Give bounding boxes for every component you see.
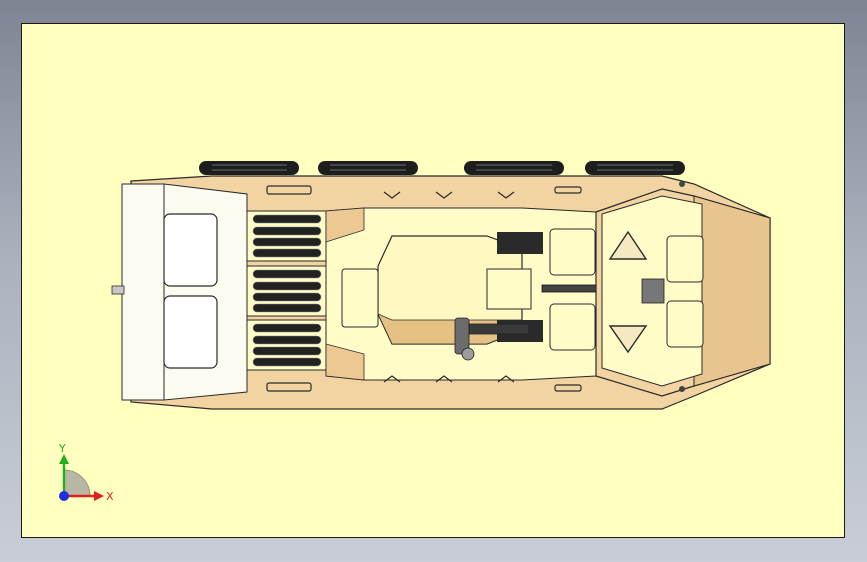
crew-seats: [341, 228, 596, 351]
driver-hatches: [666, 235, 704, 348]
x-axis-arrow-icon: [64, 491, 104, 501]
y-axis-label: Y: [58, 442, 66, 455]
rear-hatch-upper: [163, 213, 218, 287]
radiator-grilles: [246, 210, 327, 371]
periscope: [641, 278, 665, 304]
coordinate-triad: Y X: [58, 442, 114, 503]
z-axis-origin-icon: [59, 491, 69, 501]
tow-hook: [111, 285, 125, 295]
compartment-sidewall-upper: [325, 207, 365, 243]
x-axis-label: X: [106, 490, 114, 503]
antenna-mounts: [679, 181, 685, 392]
vehicle-model-top-view[interactable]: [22, 24, 846, 539]
driver-vision-blocks: [608, 230, 648, 354]
ammo-box: [486, 268, 532, 310]
gun-breech-upper: [497, 232, 543, 254]
machine-gun: [454, 317, 530, 361]
graphics-viewport[interactable]: Y X: [21, 23, 845, 538]
triad-plane-wedge: [63, 469, 91, 497]
grab-handles: [266, 185, 582, 392]
compartment-sidewall-lower: [325, 343, 365, 381]
rear-hatch-lower: [163, 295, 218, 369]
tire-row: [199, 161, 685, 175]
y-axis-arrow-icon: [59, 454, 69, 496]
